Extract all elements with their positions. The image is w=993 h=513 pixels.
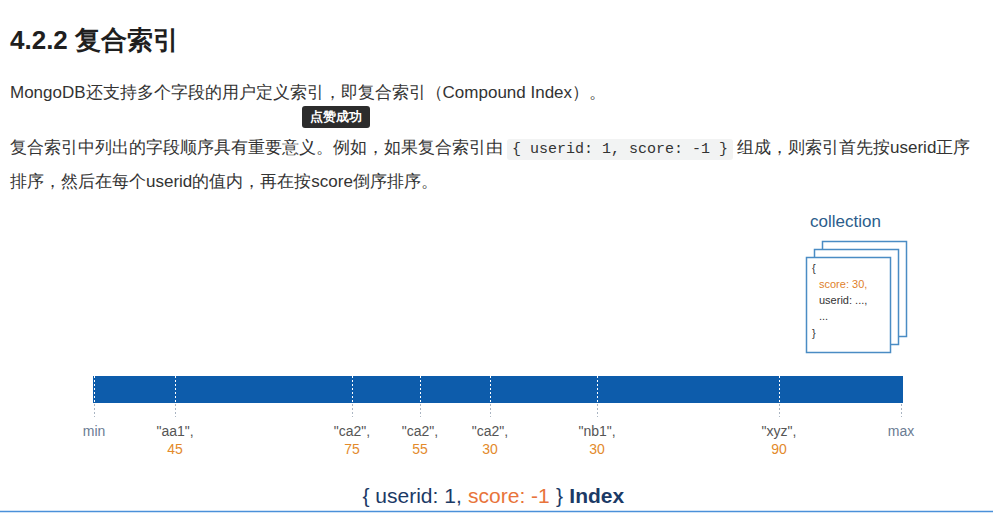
figure-caption: { userid: 1, score: -1} Index [0,484,993,508]
paragraph-text: 复合索引中列出的字段顺序具有重要意义。例如，如果复合索引由 [10,138,503,157]
paragraph-text: MongoDB还支持多个字段的用户定义索引，即复合索引（Compound Ind… [10,83,606,102]
toast-tooltip: 点赞成功 [302,106,370,128]
key-value: "ca2", [472,423,508,439]
tick-leader [597,404,598,417]
document-field: userid: ..., [819,294,867,307]
document-ellipsis: ... [819,310,828,323]
tick-leader [352,404,353,417]
tick-leader [94,404,95,417]
score-value: 90 [771,441,787,457]
tick [490,376,491,403]
inline-code: { userid: 1, score: -1 } [507,139,733,160]
score-value: 75 [344,441,360,457]
score-value: 45 [167,441,183,457]
tick-leader [175,404,176,417]
tick [779,376,780,403]
collection-node: collection {score: 30, userid: ...,...} [803,210,915,360]
tick-leader [779,404,780,417]
score-value: 30 [589,441,605,457]
caption-part: { userid: 1, [363,484,462,507]
tick-marks [95,376,780,403]
document-field: score: 30, [819,278,867,291]
tick-leader [490,404,491,417]
bottom-rule [0,511,993,513]
tick-leader [420,404,421,417]
document-brace: } [812,327,816,340]
tick [420,376,421,403]
caption-part: score: -1 [468,484,550,507]
tick [175,376,176,403]
tick-leaders [95,404,902,417]
collection-heading: collection [810,212,881,232]
axis-end-label: min [83,423,106,439]
caption-part: Index [569,484,624,507]
axis-end-label: max [888,423,914,439]
key-value: "aa1", [156,423,193,439]
paragraph: MongoDB还支持多个字段的用户定义索引，即复合索引（Compound Ind… [10,82,985,104]
tick [597,376,598,403]
tick [94,376,95,403]
key-value: "xyz", [762,423,797,439]
score-value: 55 [412,441,428,457]
key-value: "ca2", [402,423,438,439]
tick [352,376,353,403]
index-bar [93,376,903,403]
section-heading: 4.2.2 复合索引 [10,24,179,56]
key-value: "ca2", [334,423,370,439]
score-value: 30 [482,441,498,457]
tick-leader [901,404,902,417]
caption-part: } [556,484,563,507]
key-value: "nb1", [578,423,615,439]
document-brace: { [812,262,816,275]
document-page [807,258,891,353]
paragraph: 复合索引中列出的字段顺序具有重要意义。例如，如果复合索引由{ userid: 1… [10,132,985,198]
